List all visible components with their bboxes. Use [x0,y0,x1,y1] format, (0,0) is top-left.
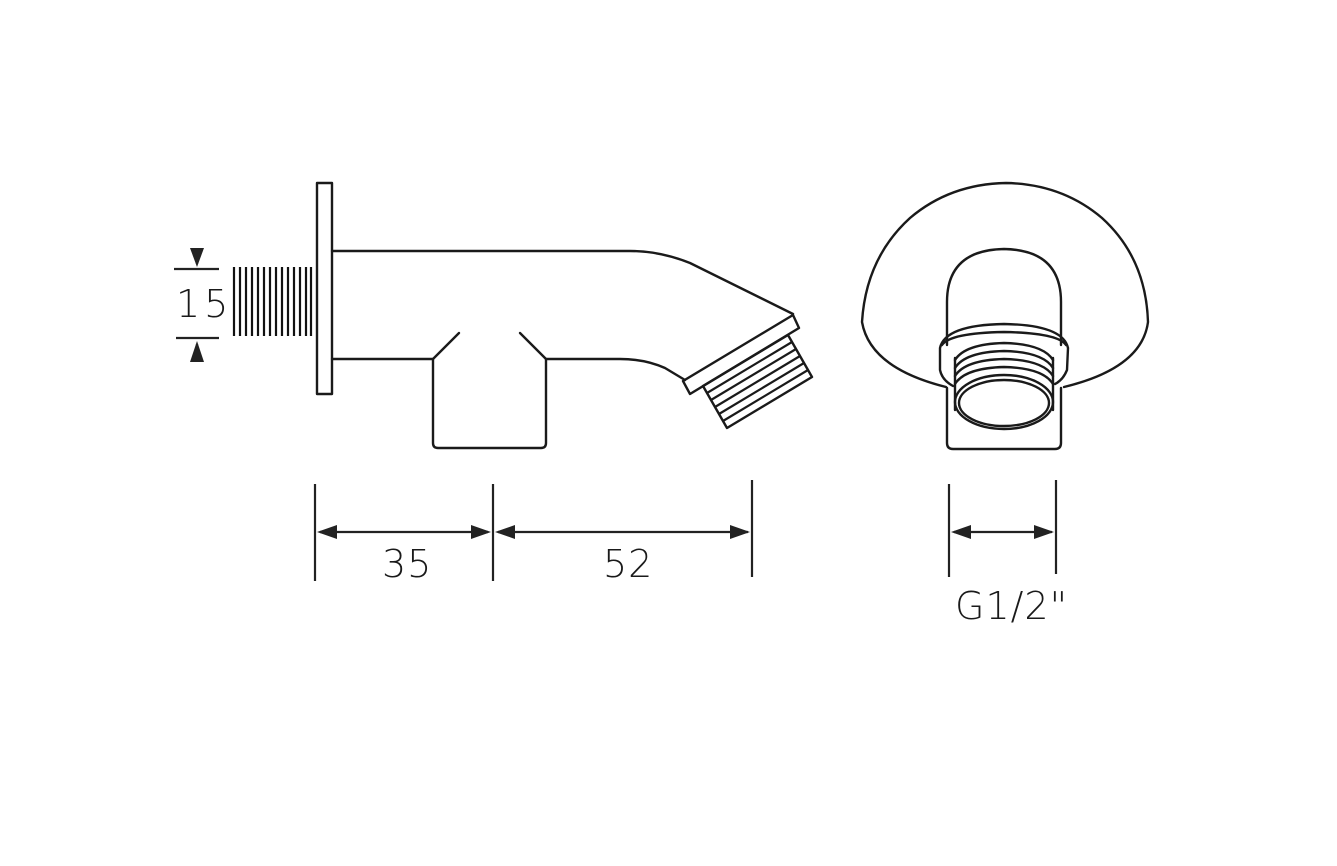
dimension-label-15: 15 [176,282,233,326]
elbow-body [330,249,795,316]
dimension-35-52 [313,480,754,581]
wall-plate [315,181,334,396]
front-view [860,181,1150,451]
dimension-thread-size [947,480,1058,577]
dimension-label-35: 35 [382,542,433,586]
dimension-label-thread-size: G1/2" [955,584,1069,628]
side-view [232,181,814,450]
outlet-collar [681,313,801,396]
front-body [945,247,1063,347]
dimension-15 [174,248,219,362]
outlet-opening [953,373,1055,431]
wall-dome [860,181,1150,389]
outlet-thread [701,333,814,430]
rear-thread [232,267,313,336]
front-collar [938,322,1070,388]
dimension-label-52: 52 [603,542,654,586]
front-thread [953,341,1055,412]
